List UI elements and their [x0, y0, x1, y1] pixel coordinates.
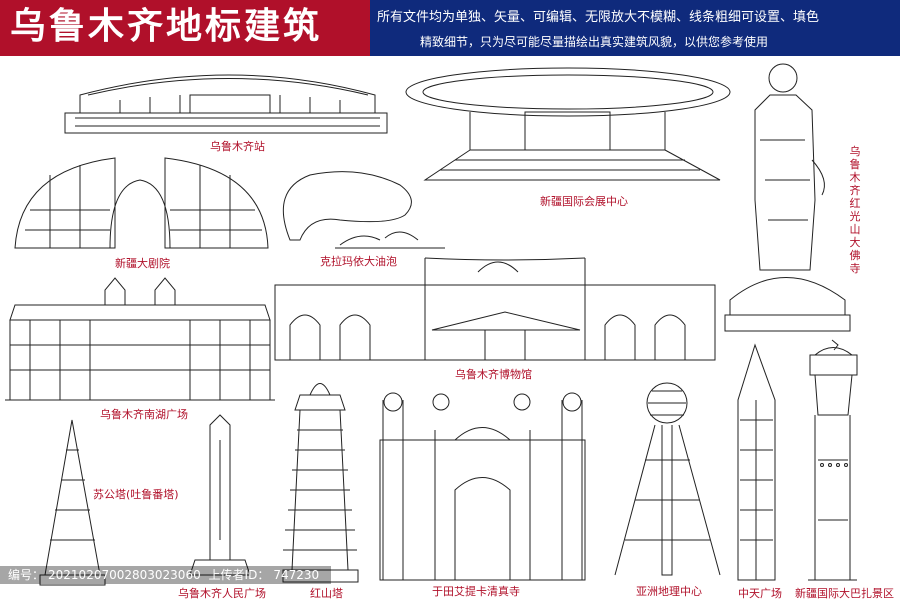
footer-watermark: 编号：20210207002803023060 上传者ID：747230 — [0, 566, 332, 584]
zhongtian-drawing — [737, 343, 776, 581]
label-people: 乌鲁木齐人民广场 — [178, 587, 266, 600]
uploader-value: 747230 — [273, 568, 320, 582]
buddha-drawing — [724, 63, 851, 332]
label-theater: 新疆大剧院 — [115, 257, 170, 270]
uploader-label: 上传者ID： — [208, 568, 270, 582]
id-label: 编号： — [8, 568, 45, 582]
sugong-drawing — [39, 419, 106, 586]
label-mosque: 于田艾提卡清真寺 — [432, 585, 520, 598]
page-title: 乌鲁木齐地标建筑 — [10, 6, 323, 47]
mosque-drawing — [379, 392, 586, 581]
expo-drawing — [405, 67, 731, 181]
description-line-2: 精致细节，只为尽可能尽量描绘出真实建筑风貌，以供您参考使用 — [420, 35, 769, 49]
title-box: 乌鲁木齐地标建筑 — [0, 0, 370, 56]
karamay-drawing — [282, 171, 445, 249]
label-asia: 亚洲地理中心 — [636, 585, 702, 598]
id-value: 20210207002803023060 — [48, 568, 201, 582]
station-drawing — [64, 74, 388, 134]
label-zhongtian: 中天广场 — [738, 587, 782, 600]
label-expo: 新疆国际会展中心 — [540, 195, 628, 208]
label-museum: 乌鲁木齐博物馆 — [455, 368, 532, 381]
label-sugong: 苏公塔(吐鲁番塔) — [93, 488, 179, 501]
theater-drawing — [14, 157, 269, 249]
description-line-1: 所有文件均为单独、矢量、可编辑、无限放大不模糊、线条粗细可设置、填色 — [377, 10, 820, 25]
label-karamay: 克拉玛依大油泡 — [320, 255, 397, 268]
label-station: 乌鲁木齐站 — [210, 140, 265, 153]
hongshan-drawing — [282, 383, 359, 583]
landmark-illustrations — [5, 63, 858, 586]
header-banner: 乌鲁木齐地标建筑 所有文件均为单独、矢量、可编辑、无限放大不模糊、线条粗细可设置… — [0, 0, 900, 56]
museum-drawing — [274, 257, 716, 361]
nanhu-drawing — [5, 277, 275, 401]
people-monument-drawing — [189, 414, 251, 576]
label-bazaar: 新疆国际大巴扎景区 — [795, 587, 894, 600]
bazaar-drawing — [808, 339, 858, 581]
label-nanhu: 乌鲁木齐南湖广场 — [100, 408, 188, 421]
label-buddha: 乌鲁木齐红光山大佛寺 — [849, 145, 861, 275]
label-hongshan: 红山塔 — [310, 587, 343, 600]
asia-center-drawing — [614, 382, 721, 576]
